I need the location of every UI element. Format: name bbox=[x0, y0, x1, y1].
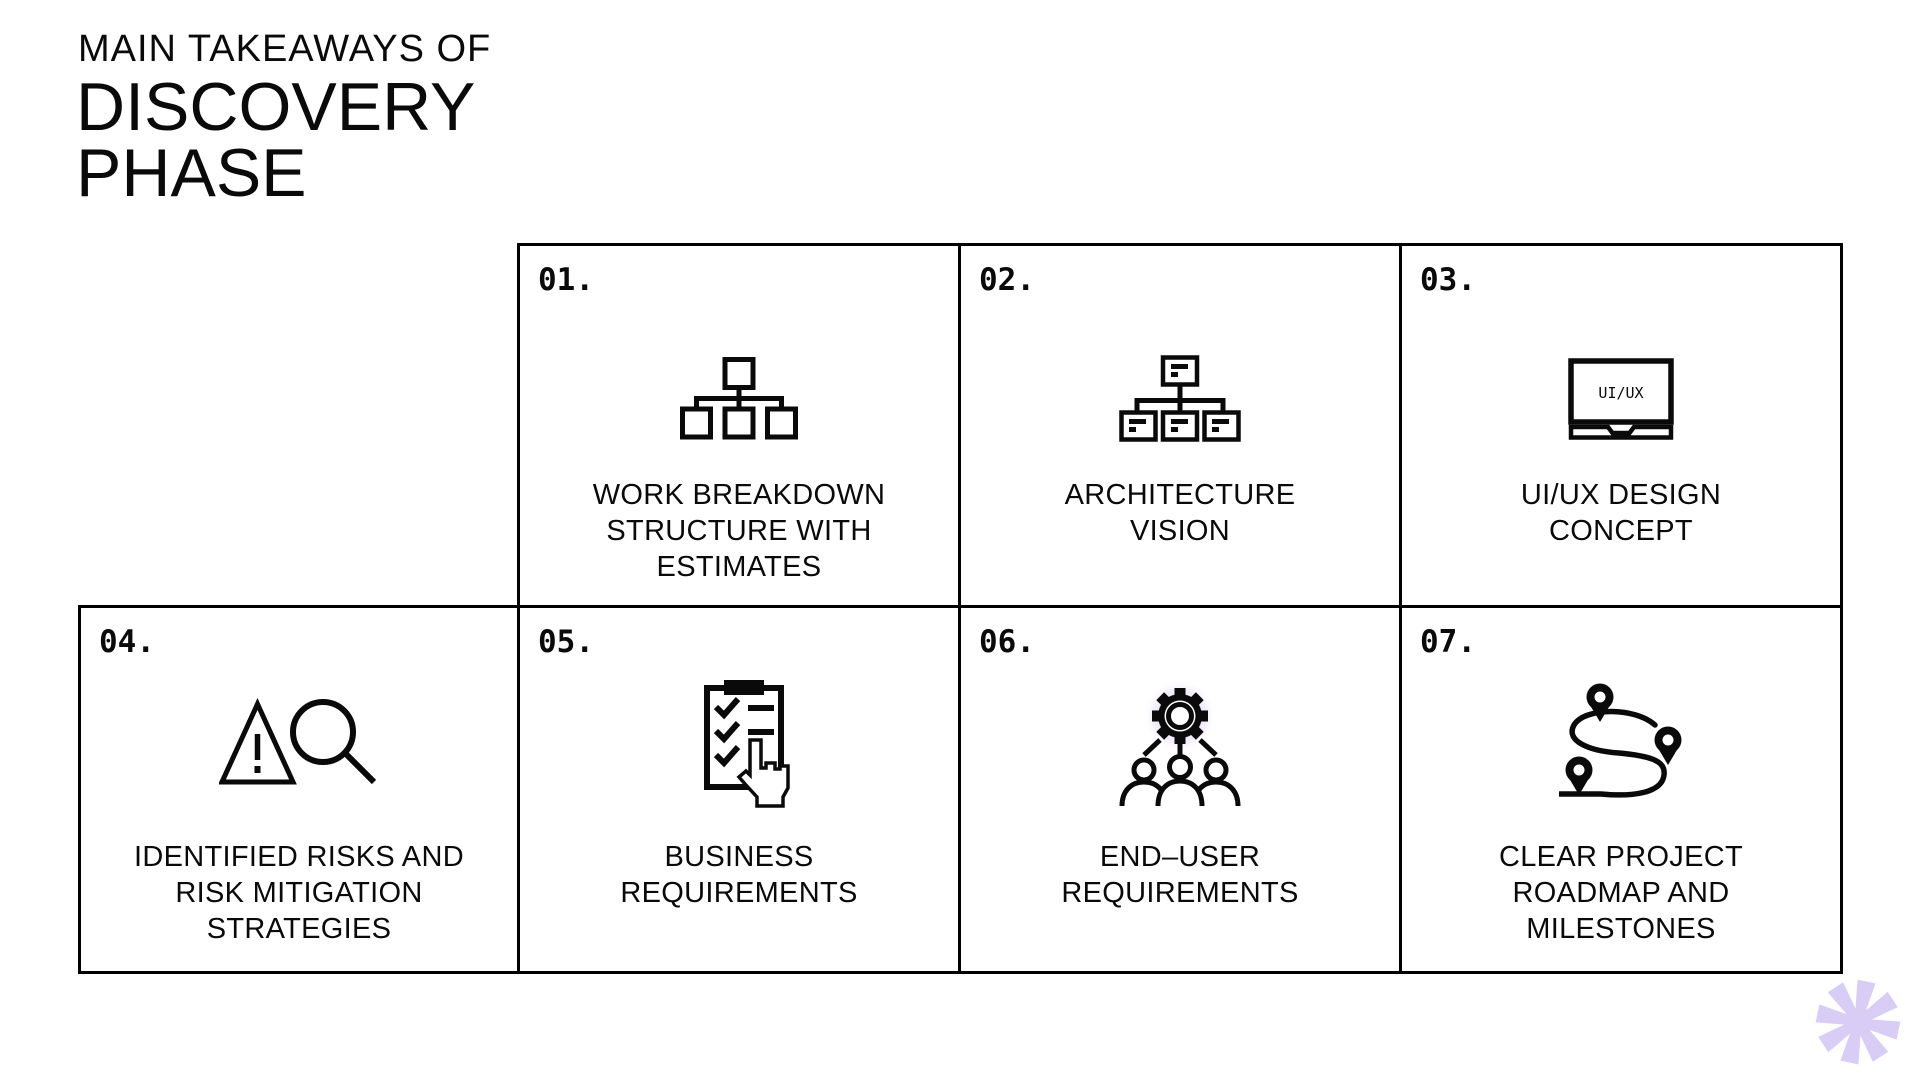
card-number: 01. bbox=[538, 262, 594, 298]
card-number: 04. bbox=[99, 624, 155, 660]
slide-eyebrow: MAIN TAKEAWAYS OF bbox=[78, 28, 492, 70]
slide-title-line1: DISCOVERY bbox=[76, 69, 476, 145]
card-number: 02. bbox=[979, 262, 1035, 298]
card-number: 06. bbox=[979, 624, 1035, 660]
map-pin-icon bbox=[1565, 756, 1593, 795]
takeaway-card-02: 02. ARCH bbox=[958, 243, 1402, 608]
org-chart-icon bbox=[680, 357, 798, 440]
takeaway-card-06: 06. bbox=[958, 605, 1402, 974]
slide-title-line2: PHASE bbox=[76, 135, 307, 211]
gear-icon bbox=[1152, 687, 1208, 744]
users-icon bbox=[1119, 753, 1241, 806]
slide-title: DISCOVERY PHASE bbox=[76, 73, 475, 207]
card-number: 03. bbox=[1420, 262, 1476, 298]
asterisk-icon bbox=[1815, 979, 1901, 1065]
map-pin-icon bbox=[1654, 726, 1682, 765]
card-number: 05. bbox=[538, 624, 594, 660]
checklist-cursor-icon bbox=[704, 679, 790, 808]
laptop-uiux-icon: UI/UX bbox=[1568, 358, 1674, 440]
gear-users-icon bbox=[1119, 678, 1241, 806]
roadmap-pins-icon bbox=[1559, 683, 1682, 798]
hand-cursor-icon bbox=[736, 737, 790, 808]
map-pin-icon bbox=[1586, 683, 1614, 722]
risk-warning-magnifier-icon bbox=[219, 697, 377, 784]
laptop-screen-label: UI/UX bbox=[1598, 384, 1643, 402]
architecture-diagram-icon bbox=[1119, 355, 1241, 442]
card-number: 07. bbox=[1420, 624, 1476, 660]
